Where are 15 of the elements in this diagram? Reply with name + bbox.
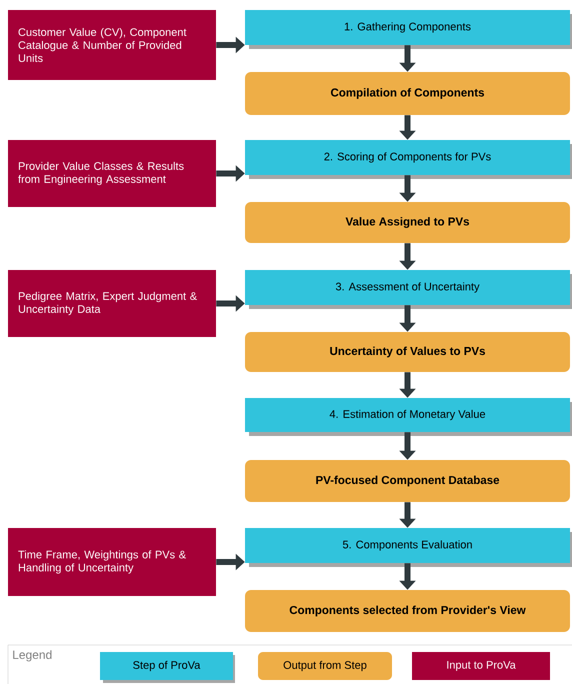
output-box: Uncertainty of Values to PVs <box>245 332 570 372</box>
input-box: Customer Value (CV), Component Catalogue & Number of Provided Units <box>8 10 216 80</box>
legend-heading: Legend <box>13 650 52 662</box>
step-box: 4. Estimation of Monetary Value <box>245 398 572 436</box>
output-box: PV-focused Component Database <box>245 460 570 502</box>
input-box: Provider Value Classes & Results from Engineering Assessment <box>8 140 216 207</box>
output-box: Components selected from Provider's View <box>245 590 570 632</box>
input-box: Pedigree Matrix, Expert Judgment & Uncertainty Data <box>8 270 216 337</box>
step-box: 1. Gathering Components <box>245 10 572 49</box>
step-box: 3. Assessment of Uncertainty <box>245 270 572 309</box>
step-box: 2. Scoring of Components for PVs <box>245 140 572 179</box>
output-box: Value Assigned to PVs <box>245 202 570 243</box>
step-box: 5. Components Evaluation <box>245 528 572 567</box>
input-box: Time Frame, Weightings of PVs & Handling of Uncertainty <box>8 528 216 596</box>
output-box: Compilation of Components <box>245 72 570 115</box>
